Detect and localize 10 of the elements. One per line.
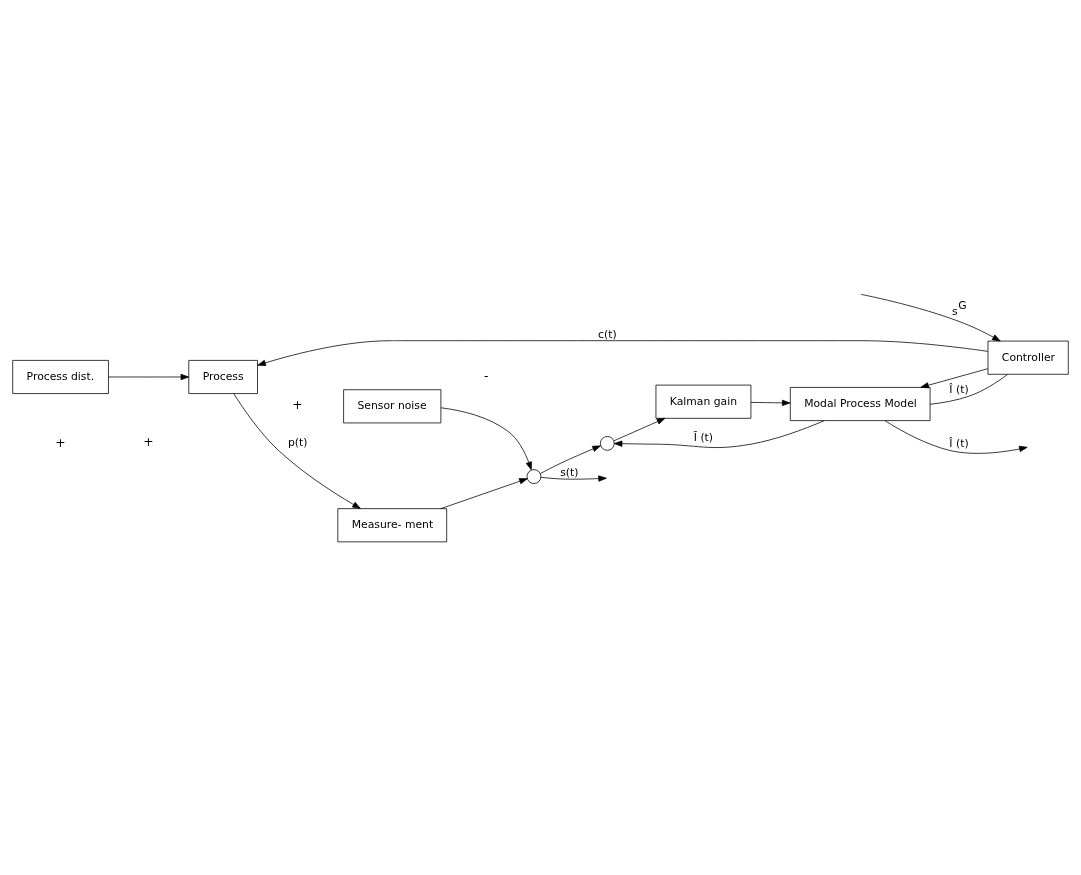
- edge-label: p(t): [288, 435, 308, 449]
- label: +: [55, 435, 66, 450]
- edge-label: Ī (t): [693, 430, 714, 444]
- label: +: [143, 434, 154, 449]
- edge-label: Î (t): [949, 436, 969, 450]
- edge-label: s(t): [560, 465, 579, 479]
- label: -: [484, 368, 489, 383]
- label: +: [292, 396, 303, 411]
- edge-label: c(t): [598, 327, 617, 341]
- edge-label: Î (t): [949, 382, 969, 396]
